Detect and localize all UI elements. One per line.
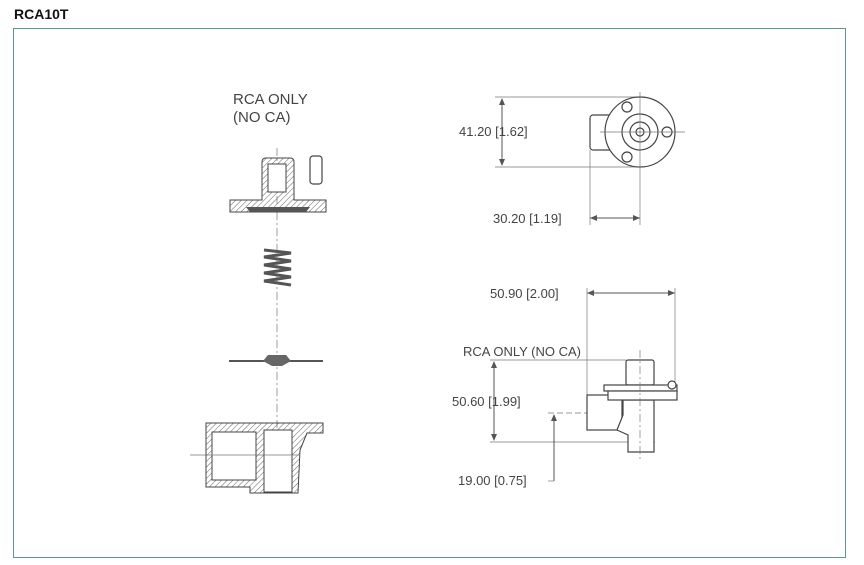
drawing-title: RCA10T xyxy=(14,6,69,22)
exploded-label-2: (NO CA) xyxy=(233,109,291,126)
side-view: 50.90 [2.00] RCA ONLY (NO CA) 50.60 [1.9… xyxy=(452,286,678,488)
dim-width-side: 50.90 [2.00] xyxy=(490,286,559,301)
spring xyxy=(263,248,292,287)
diaphragm xyxy=(229,355,323,366)
dim-port-height: 19.00 [0.75] xyxy=(458,473,527,488)
body-part xyxy=(190,422,324,494)
dim-height-top: 41.20 [1.62] xyxy=(459,124,528,139)
screw xyxy=(309,155,323,185)
exploded-label-1: RCA ONLY xyxy=(233,91,308,108)
exploded-view: RCA ONLY (NO CA) xyxy=(190,91,327,495)
side-note: RCA ONLY (NO CA) xyxy=(463,344,581,359)
drawing-frame xyxy=(13,28,846,558)
cover-part xyxy=(229,155,327,213)
dim-offset-top: 30.20 [1.19] xyxy=(493,211,562,226)
dim-height-side: 50.60 [1.99] xyxy=(452,394,521,409)
top-view: 41.20 [1.62] 30.20 [1.19] xyxy=(459,92,685,226)
